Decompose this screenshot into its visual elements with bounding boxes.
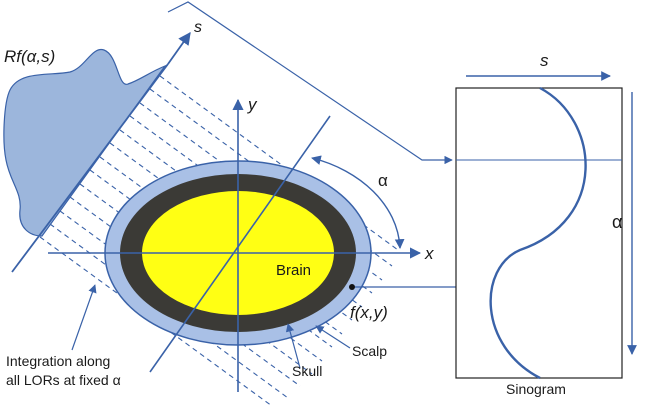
line-of-response xyxy=(139,102,383,281)
function-point xyxy=(349,284,355,290)
y-axis-label: y xyxy=(247,95,258,114)
projection-profile xyxy=(3,49,167,237)
sinogram-alpha-label: α xyxy=(612,212,622,232)
s-axis-arrow xyxy=(167,31,191,65)
line-of-response xyxy=(119,129,363,308)
integration-label-line2: all LORs at fixed α xyxy=(6,372,121,388)
line-of-response xyxy=(149,88,393,267)
sinogram-box xyxy=(455,87,623,379)
s-axis-label: s xyxy=(194,19,202,36)
alpha-angle-arc xyxy=(311,155,405,249)
function-label: f(x,y) xyxy=(350,303,388,322)
brain-label: Brain xyxy=(276,262,311,279)
projection-label: Rf(α,s) xyxy=(4,47,55,66)
rotated-s-axis xyxy=(149,115,331,373)
line-of-response xyxy=(39,236,273,407)
projection-baseline xyxy=(11,63,169,273)
detector-to-sinogram-line xyxy=(167,1,453,165)
sinogram-title: Sinogram xyxy=(506,381,566,397)
line-of-response xyxy=(129,115,373,294)
skull-pointer xyxy=(285,323,301,369)
line-of-response xyxy=(109,142,353,321)
line-of-response xyxy=(99,156,343,335)
scalp-label: Scalp xyxy=(352,343,387,359)
x-axis-label: x xyxy=(424,244,434,263)
integration-label-line1: Integration along xyxy=(6,353,110,369)
skull-label: Skull xyxy=(292,363,322,379)
integration-pointer xyxy=(71,284,97,351)
scalp-pointer xyxy=(315,325,351,349)
sinogram-curve xyxy=(489,86,587,380)
sinogram-s-label: s xyxy=(540,51,549,70)
alpha-label: α xyxy=(378,171,388,190)
